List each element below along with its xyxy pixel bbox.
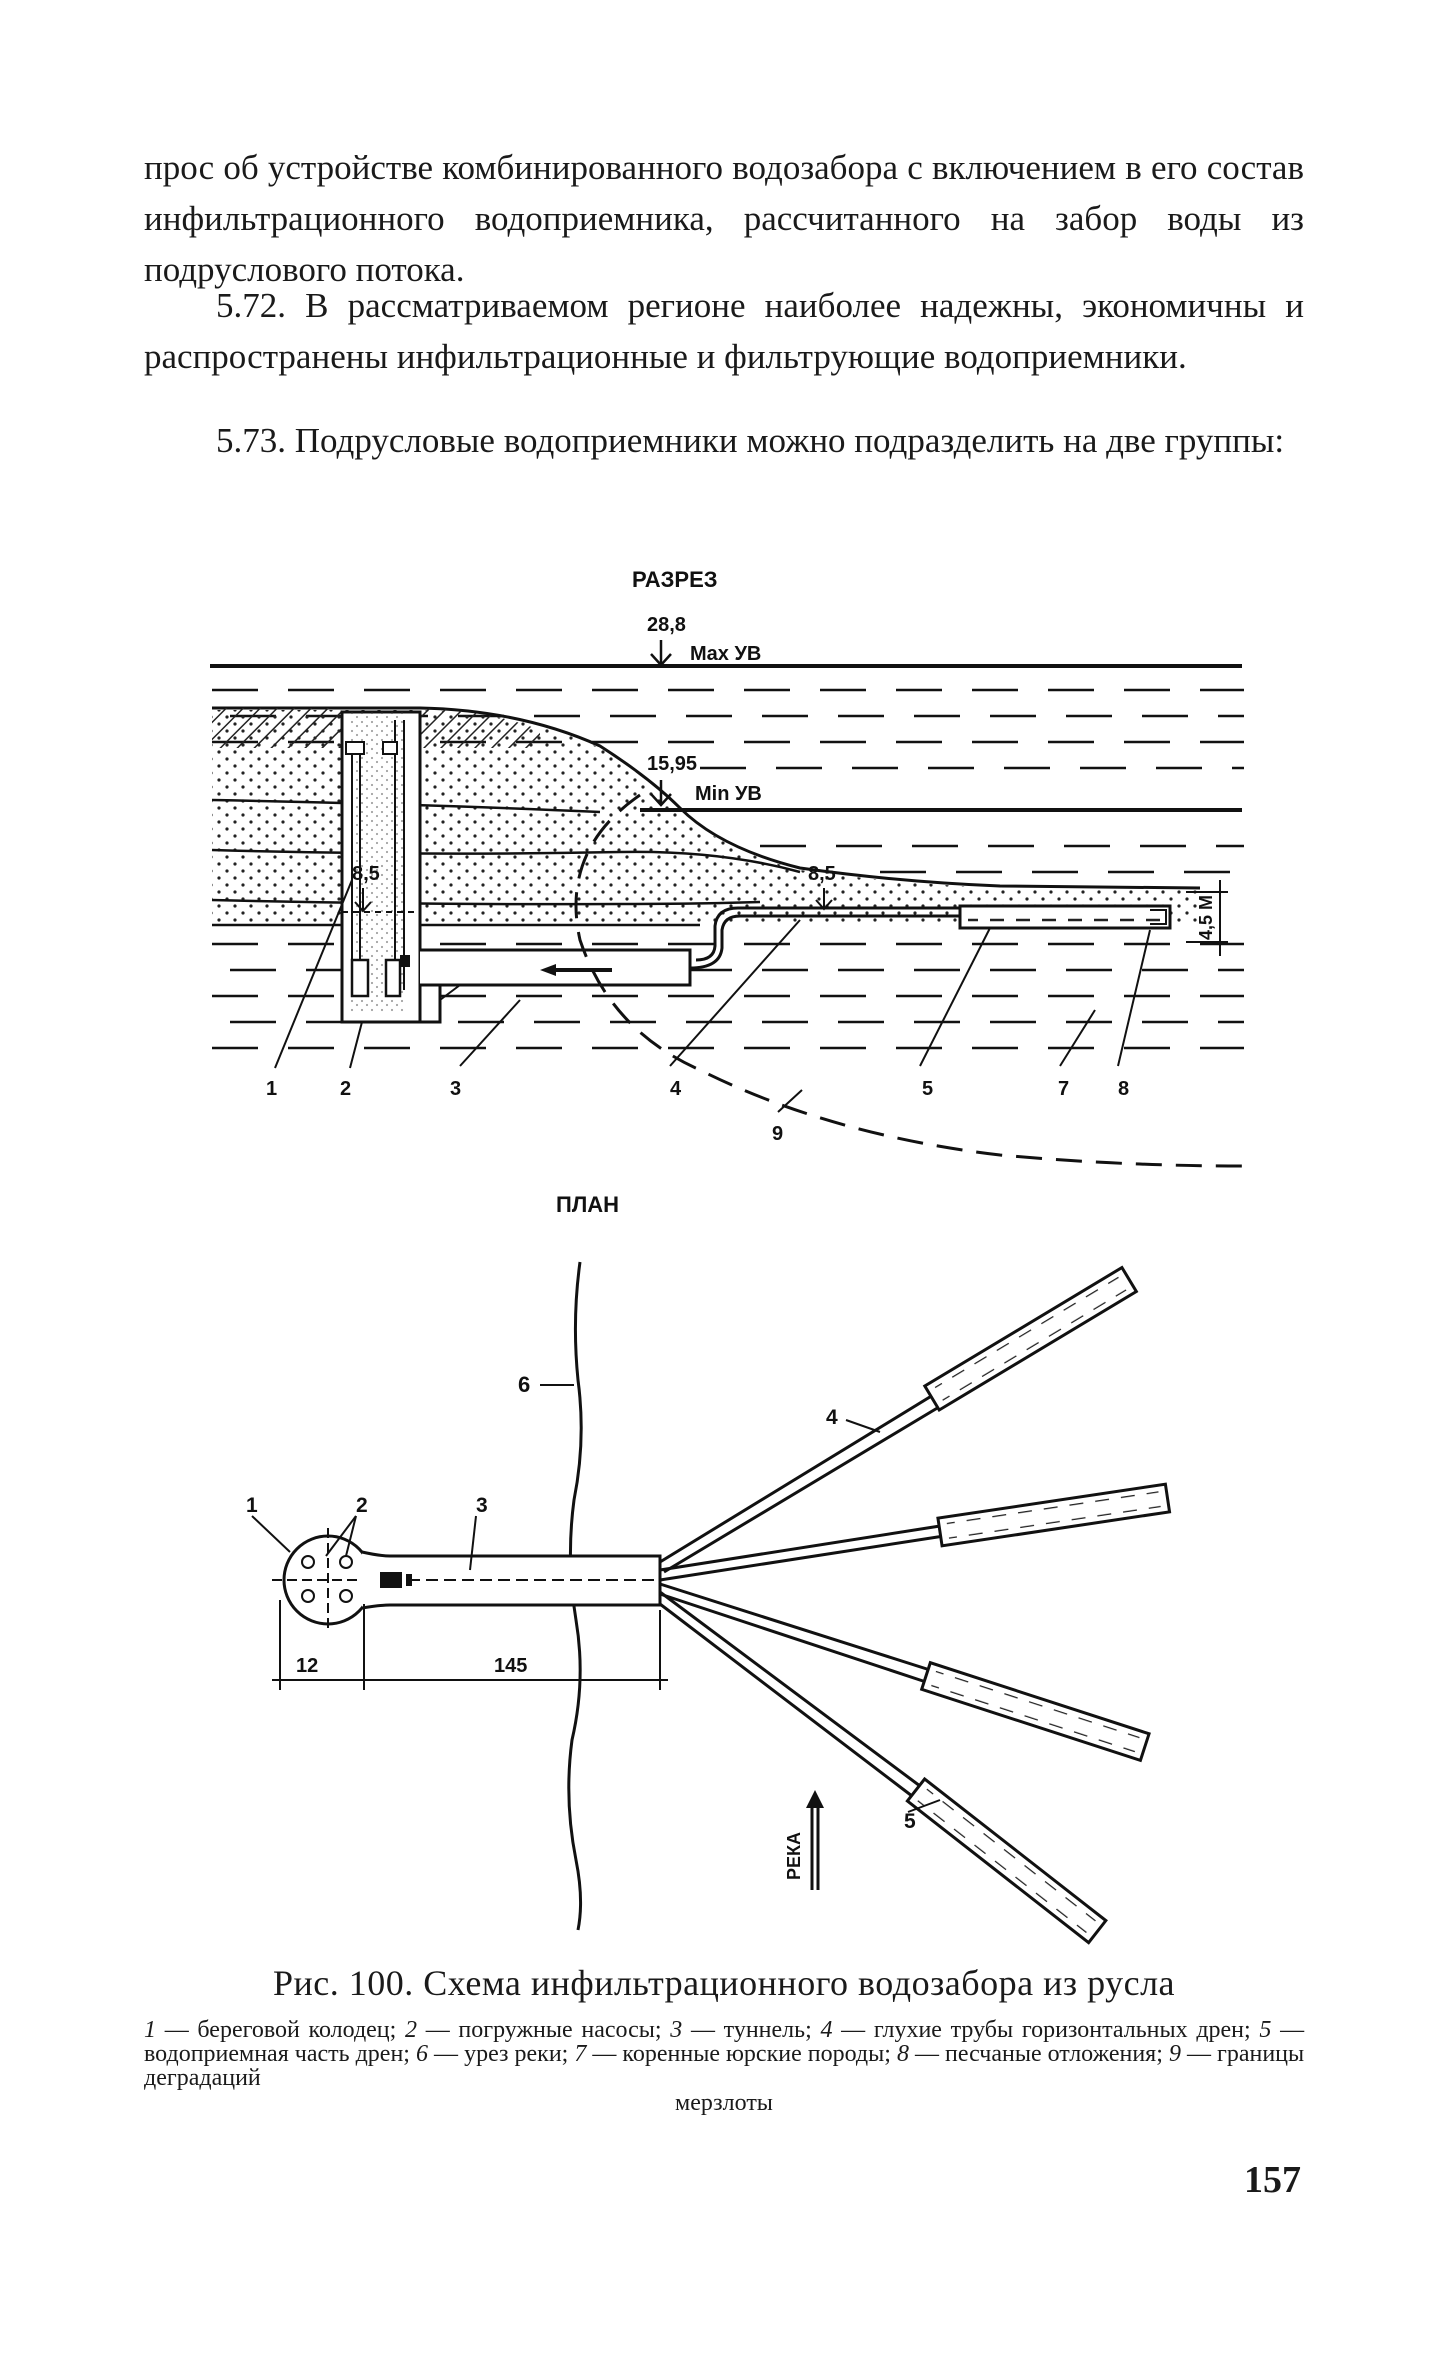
plan-label-3: 3: [476, 1494, 488, 1517]
river-flow-arrow-icon: [806, 1790, 824, 1890]
paragraph-5-72: 5.72. В рассматриваемом регионе наиболее…: [144, 286, 1304, 376]
intake-drain-section: [958, 904, 1172, 930]
section-label-3: 3: [450, 1078, 461, 1100]
plan-intake-sections: [905, 1265, 1172, 1945]
river-edge-line: [567, 1261, 583, 1931]
figure-legend: 1 — береговой колодец; 2 — погружные нас…: [144, 2017, 1305, 2091]
min-level-arrow-icon: [650, 780, 672, 807]
figure-100: РАЗРЕЗ 28,8 Max УВ: [210, 567, 1244, 1945]
drain-pipe-outer: [689, 914, 960, 970]
section-leader-lines: [274, 879, 1151, 1113]
page-number: 157: [1244, 2159, 1301, 2201]
riverbank-label: 6: [518, 1372, 530, 1397]
plan-view: ПЛАН 6: [246, 1192, 1172, 1945]
thickness-value: 4,5 М: [1196, 895, 1216, 940]
dimension-well: 12: [296, 1655, 318, 1677]
section-title: РАЗРЕЗ: [632, 567, 718, 592]
figure-legend-tail: мерзлоты: [675, 2090, 773, 2116]
dimension-tunnel: 145: [494, 1655, 527, 1677]
plan-title: ПЛАН: [556, 1192, 619, 1217]
plan-leader-lines: [251, 1419, 941, 1813]
section-label-2: 2: [340, 1078, 351, 1100]
section-labels: 1 2 3 4 5 7 8 9: [266, 1078, 1129, 1145]
max-level-arrow-icon: [650, 640, 672, 667]
section-label-7: 7: [1058, 1078, 1069, 1100]
plan-label-4: 4: [826, 1406, 838, 1429]
submersible-pump-icon: [350, 955, 410, 998]
river-label: РЕКА: [784, 1832, 804, 1880]
section-label-9: 9: [772, 1123, 783, 1145]
drain-mark-arrow-icon: [815, 888, 833, 911]
well-mark-value: 8,5: [352, 863, 380, 885]
tunnel-plan: [361, 1550, 662, 1610]
section-view: РАЗРЕЗ 28,8 Max УВ: [210, 567, 1244, 1168]
paragraph-5-73: 5.73. Подрусловые водоприемники можно по…: [216, 421, 1285, 460]
thickness-dimension: 4,5 М: [1186, 880, 1228, 956]
plan-label-1: 1: [246, 1494, 258, 1517]
plan-labels: 1 2 3 4 5: [246, 1406, 916, 1833]
max-level-label: Max УВ: [690, 643, 761, 665]
section-label-1: 1: [266, 1078, 277, 1100]
permafrost-boundary: [574, 793, 1243, 1168]
plan-drain-pipes: [659, 1390, 945, 1798]
well-mark-arrow-icon: [354, 888, 372, 913]
topsoil-hatch-left: [212, 708, 342, 748]
drain-mark-value: 8,5: [808, 863, 836, 885]
figure-caption-title: Рис. 100. Схема инфильтрационного водоза…: [272, 1963, 1176, 2003]
section-label-5: 5: [922, 1078, 933, 1100]
max-level-value: 28,8: [647, 614, 686, 636]
paragraph-intro: прос об устройстве комбинированного водо…: [144, 148, 1304, 289]
tunnel: [420, 948, 692, 1024]
flow-direction-arrow-icon: [540, 964, 612, 976]
min-level-label: Min УВ: [695, 783, 762, 805]
topsoil-hatch-right: [420, 708, 540, 748]
section-label-8: 8: [1118, 1078, 1129, 1100]
plan-dimensions: [272, 1600, 668, 1690]
drain-pipe-inner: [695, 906, 960, 962]
plan-label-2: 2: [356, 1494, 368, 1517]
plan-label-5: 5: [904, 1810, 916, 1833]
min-level-value: 15,95: [647, 753, 697, 775]
section-label-4: 4: [670, 1078, 682, 1100]
sand-deposits: [212, 710, 1200, 925]
